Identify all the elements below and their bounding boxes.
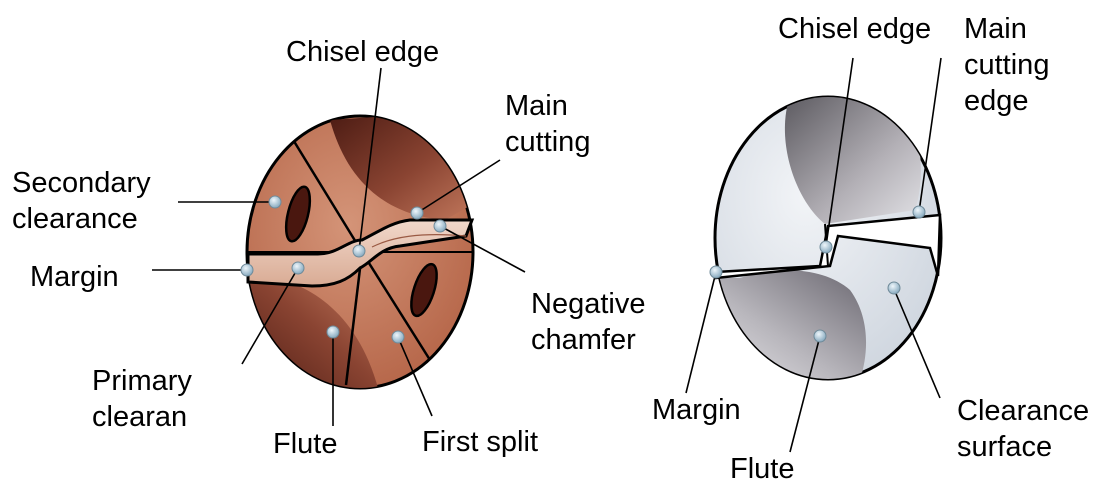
secondary-clearance-pocket	[284, 185, 312, 243]
label-right-flute: Flute	[730, 453, 795, 485]
marker-negative-chamfer	[433, 219, 447, 233]
marker-primary-clearance	[291, 261, 305, 275]
label-right-main-cutting-edge: Main cutting edge	[964, 13, 1050, 117]
label-right-chisel-edge: Chisel edge	[778, 13, 932, 45]
marker-right-clearance-surface	[887, 281, 901, 295]
right-upper-flute	[784, 97, 921, 224]
marker-chisel-edge	[352, 244, 366, 258]
label-margin: Margin	[30, 261, 119, 293]
primary-clearance-pocket	[410, 262, 438, 318]
marker-margin	[240, 263, 254, 277]
marker-right-chisel-edge	[819, 240, 833, 254]
label-main-cutting: Main cutting	[505, 90, 591, 158]
marker-right-margin	[709, 265, 723, 279]
label-flute: Flute	[273, 428, 338, 460]
marker-right-flute	[813, 329, 827, 343]
label-secondary-clearance: Secondary clearance	[12, 167, 151, 235]
marker-main-cutting	[410, 206, 424, 220]
marker-secondary-clearance	[268, 195, 282, 209]
label-primary-clearance: Primary clearan	[92, 365, 192, 433]
right-markers	[709, 205, 926, 343]
marker-flute	[326, 325, 340, 339]
left-leader-lines	[152, 67, 526, 426]
label-first-split: First split	[422, 426, 538, 458]
label-right-margin: Margin	[652, 394, 741, 426]
label-chisel-edge: Chisel edge	[286, 36, 440, 68]
label-right-clearance-surface: Clearance surface	[957, 395, 1090, 463]
marker-right-main-cutting-edge	[912, 205, 926, 219]
label-negative-chamfer: Negative chamfer	[531, 288, 646, 356]
left-markers	[240, 195, 447, 344]
right-leader-lines	[685, 57, 942, 453]
marker-first-split	[391, 330, 405, 344]
